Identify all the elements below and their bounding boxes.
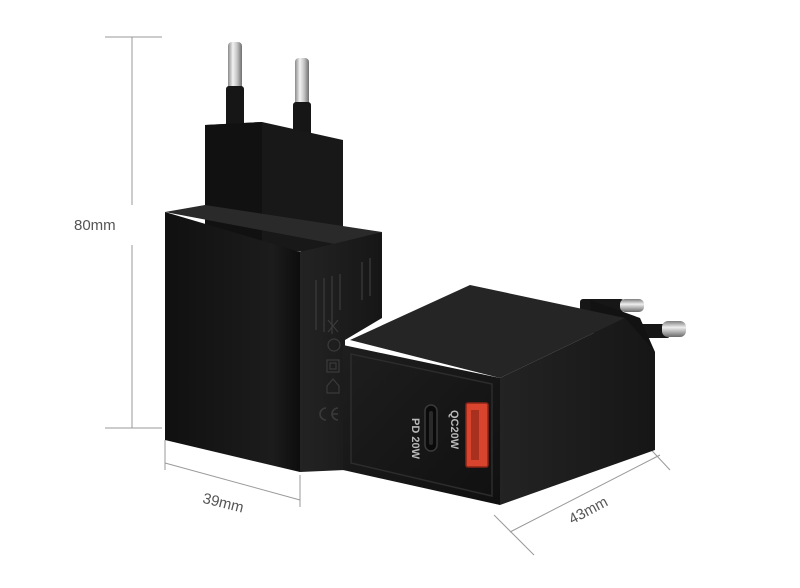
height-dimension-label: 80mm bbox=[74, 217, 116, 234]
usb-c-port bbox=[424, 404, 438, 452]
weee-icon bbox=[327, 319, 339, 333]
charger-upright bbox=[165, 42, 382, 472]
indoor-use-icon bbox=[326, 378, 340, 394]
charger-lying: PD 20W QC20W bbox=[343, 285, 686, 505]
recycle-icon bbox=[327, 338, 341, 352]
height-dimension bbox=[105, 36, 162, 429]
usb-c-port-label: PD 20W bbox=[409, 418, 421, 460]
width-dimension bbox=[164, 440, 301, 507]
ce-mark-icon bbox=[319, 407, 339, 421]
usb-a-port bbox=[465, 402, 489, 468]
double-insulation-icon bbox=[326, 359, 340, 373]
usb-a-port-label: QC20W bbox=[448, 410, 460, 450]
